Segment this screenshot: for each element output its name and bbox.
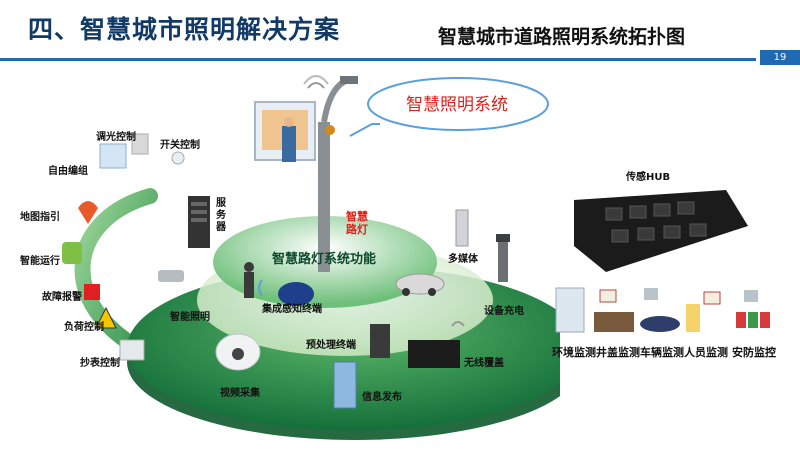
- lamp-arm: [321, 77, 350, 123]
- dimmer-icon: [131, 133, 149, 155]
- label-video: 视频采集: [220, 388, 260, 399]
- info-panel-icon: [333, 361, 357, 409]
- multimedia-icon: [455, 209, 469, 247]
- label-charging: 设备充电: [484, 306, 524, 317]
- label-preprocess: 预处理终端: [306, 340, 356, 351]
- lamp-label: 智慧路灯: [346, 210, 368, 236]
- lamp-sign: [325, 125, 335, 135]
- monitor-label-person: 人员监测: [684, 346, 728, 359]
- slide-header: 四、智慧城市照明解决方案 智慧城市道路照明系统拓扑图: [0, 0, 800, 58]
- monitor-icons: [555, 287, 770, 333]
- label-meter: 抄表控制: [80, 358, 120, 369]
- environment-sensor-icon: [555, 287, 585, 333]
- vehicle-icon: [640, 316, 680, 332]
- rfid-icon: [599, 289, 617, 303]
- router-icon: [408, 340, 460, 368]
- person-monitor-icon: [686, 304, 700, 332]
- wifi-icon: [307, 82, 325, 89]
- callout-bubble: [367, 77, 549, 131]
- monitor-label-vehicle: 车辆监测: [640, 346, 684, 359]
- manhole-icon: [594, 312, 634, 332]
- worker-icon: [282, 126, 296, 162]
- sensor-terminal-icon: [278, 282, 314, 306]
- switch-icon: [171, 151, 185, 165]
- lamp-head: [340, 76, 358, 84]
- monitor-label-manhole: 井盖监测: [596, 346, 640, 359]
- charging-icon: [498, 240, 508, 282]
- label-switch: 开关控制: [160, 140, 200, 151]
- label-load: 负荷控制: [64, 322, 104, 333]
- label-multimedia: 多媒体: [448, 254, 478, 265]
- callout-text: 智慧照明系统: [406, 95, 508, 115]
- android-icon: [62, 242, 82, 264]
- label-fault: 故障报警: [42, 292, 82, 303]
- ring-title: 智慧路灯系统功能: [272, 252, 377, 267]
- monitor-label-environment: 环境监测: [552, 346, 596, 359]
- security-panel-icon: [736, 312, 746, 328]
- monitor-label-security: 安防监控: [732, 346, 776, 359]
- label-server: 服务器: [216, 198, 226, 233]
- slide-title: 四、智慧城市照明解决方案: [28, 15, 341, 44]
- grouping-icon: [99, 143, 127, 169]
- label-info: 信息发布: [362, 392, 402, 403]
- label-map: 地图指引: [20, 212, 60, 223]
- preprocess-icon: [370, 324, 390, 358]
- page-number: 19: [760, 50, 800, 65]
- header-rule: [0, 58, 756, 61]
- label-wireless: 无线覆盖: [464, 358, 504, 369]
- alarm-icon: [84, 284, 100, 300]
- label-lighting: 智能照明: [170, 312, 210, 323]
- label-run: 智能运行: [20, 256, 60, 267]
- map-pin-icon: [78, 201, 98, 224]
- label-grouping: 自由编组: [48, 166, 88, 177]
- hub-label: 传感HUB: [626, 172, 671, 183]
- street-lamp-icon: [158, 270, 184, 282]
- hub-device-icon: [574, 190, 748, 272]
- slide-subtitle: 智慧城市道路照明系统拓扑图: [438, 26, 686, 48]
- sensing-terminal-label: 集成感知终端: [262, 304, 322, 315]
- warning-icon: [95, 306, 117, 329]
- diagram-graphics: [62, 75, 560, 440]
- person-icon: [244, 272, 254, 298]
- topology-diagram: 智慧照明系统 智慧路灯 智慧路灯系统功能 集成感知终端 调光控制 开关控制 自由…: [0, 62, 560, 450]
- meter-icon: [119, 339, 145, 361]
- lamp-pole: [318, 122, 330, 272]
- left-arc: [74, 188, 158, 362]
- label-dimming: 调光控制: [96, 132, 136, 143]
